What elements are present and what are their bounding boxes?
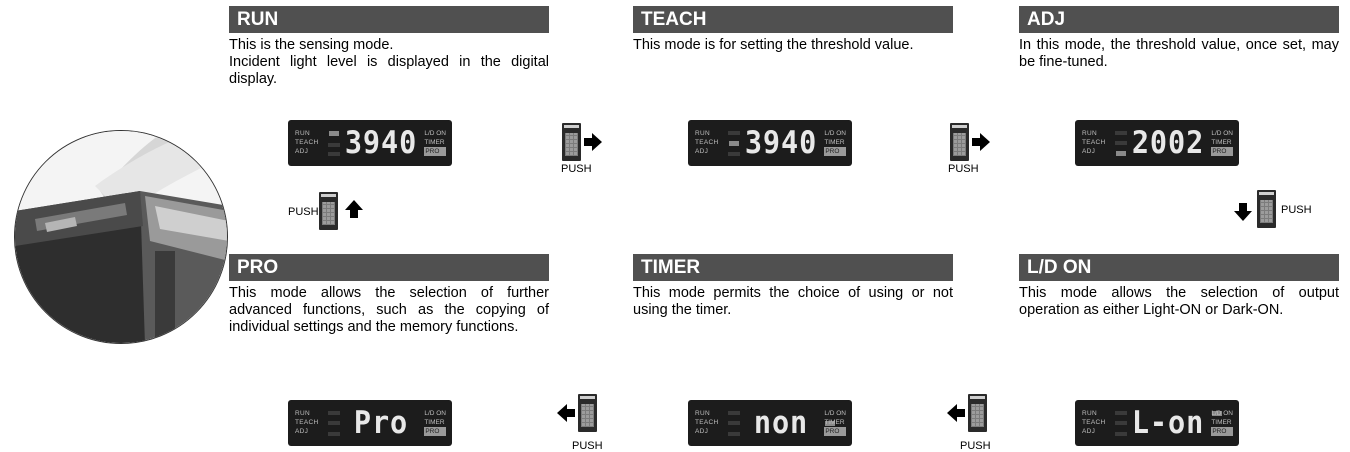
arrow-right-icon xyxy=(972,133,990,151)
arrow-down-icon xyxy=(1234,203,1252,221)
mode-title: PRO xyxy=(229,254,549,281)
push-label: PUSH xyxy=(948,163,979,175)
mode-description: In this mode, the threshold value, once … xyxy=(1019,37,1339,70)
digital-display: 3940 xyxy=(344,125,418,161)
mode-description: This is the sensing mode. Incident light… xyxy=(229,37,549,87)
mode-description: This mode allows the selection of output… xyxy=(1019,285,1339,318)
arrow-left-icon xyxy=(557,404,575,422)
mode-indicator-led xyxy=(825,421,835,426)
mode-button[interactable] xyxy=(562,123,581,161)
mode-indicator-led xyxy=(729,141,739,146)
digital-display: L-on xyxy=(1131,405,1205,441)
mode-title: ADJ xyxy=(1019,6,1339,33)
push-label: PUSH xyxy=(1281,204,1312,216)
mode-teach: TEACH This mode is for setting the thres… xyxy=(633,6,953,54)
mode-button[interactable] xyxy=(319,192,338,230)
push-label: PUSH xyxy=(561,163,592,175)
digital-display: non xyxy=(753,405,809,441)
mode-description: This mode permits the choice of using or… xyxy=(633,285,953,318)
mode-button[interactable] xyxy=(578,394,597,432)
push-label: PUSH xyxy=(572,440,603,452)
mode-pro: PRO This mode allows the selection of fu… xyxy=(229,254,549,336)
arrow-right-icon xyxy=(584,133,602,151)
digital-display: 2002 xyxy=(1131,125,1205,161)
hand-pressing-button-illustration xyxy=(14,130,228,344)
mode-button[interactable] xyxy=(968,394,987,432)
mode-indicator-led xyxy=(1116,151,1126,156)
push-label: PUSH xyxy=(288,206,319,218)
mode-description: This mode allows the selection of furthe… xyxy=(229,285,549,335)
mode-ldon: L/D ON This mode allows the selection of… xyxy=(1019,254,1339,319)
mode-title: RUN xyxy=(229,6,549,33)
mode-title: TEACH xyxy=(633,6,953,33)
mode-description: This mode is for setting the threshold v… xyxy=(633,37,914,53)
mode-title: L/D ON xyxy=(1019,254,1339,281)
mode-title: TIMER xyxy=(633,254,953,281)
mode-run: RUN This is the sensing mode. Incident l… xyxy=(229,6,549,88)
mode-indicator-led xyxy=(1212,411,1222,416)
mode-button[interactable] xyxy=(950,123,969,161)
mode-indicator-led xyxy=(329,131,339,136)
mode-timer: TIMER This mode permits the choice of us… xyxy=(633,254,953,319)
mode-adj: ADJ In this mode, the threshold value, o… xyxy=(1019,6,1339,71)
mode-button[interactable] xyxy=(1257,190,1276,228)
digital-display: 3940 xyxy=(744,125,818,161)
arrow-up-icon xyxy=(345,200,363,218)
push-label: PUSH xyxy=(960,440,991,452)
arrow-left-icon xyxy=(947,404,965,422)
digital-display: Pro xyxy=(353,405,409,441)
